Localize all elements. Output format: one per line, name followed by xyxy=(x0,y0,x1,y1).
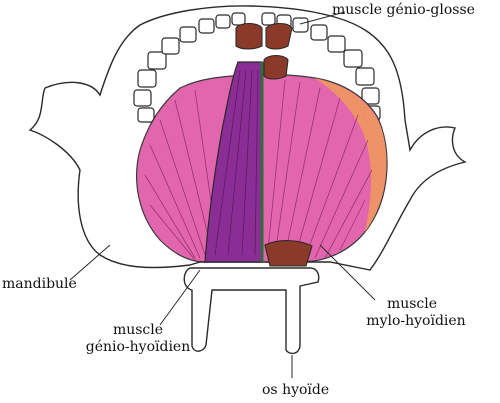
genio-glosse-muscles xyxy=(235,22,293,80)
label-genio-hyoidien-line1: muscle xyxy=(112,322,164,338)
label-mandibule: mandibule xyxy=(2,276,77,292)
mylo-hyoid-orange-edge xyxy=(315,78,387,232)
label-mylo-hyoidien-line2: mylo-hyoïdien xyxy=(366,313,466,329)
hyoid-attachment xyxy=(264,240,313,267)
label-genio-hyoidien-line2: génio-hyoïdien xyxy=(85,339,191,355)
leader-genio-glosse xyxy=(299,11,346,25)
mylo-hyoid-fibers xyxy=(144,79,373,261)
leader-genio-hyoidien xyxy=(159,269,201,326)
genio-hyoid-fibers xyxy=(214,69,259,256)
leader-mylo-hyoidien xyxy=(319,244,376,301)
hyoid-bone xyxy=(183,267,320,355)
label-genio-glosse: muscle génio-glosse xyxy=(332,2,475,18)
teeth xyxy=(133,12,381,123)
leader-mandibule xyxy=(69,244,111,281)
label-mylo-hyoidien-line1: muscle xyxy=(386,296,438,312)
label-os-hyoide: os hyoïde xyxy=(262,382,330,398)
leader-lines xyxy=(69,11,376,378)
genio-hyoid-muscle xyxy=(204,61,263,263)
